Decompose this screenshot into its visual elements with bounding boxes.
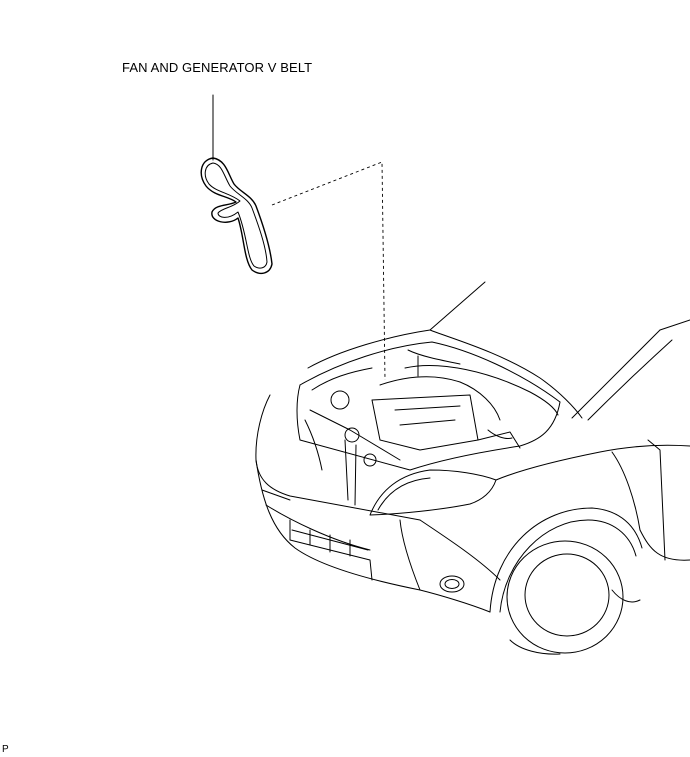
page-marker: P	[2, 744, 9, 755]
reference-dashed-line	[271, 161, 386, 381]
front-wheel	[489, 507, 643, 655]
windshield	[571, 319, 690, 421]
v-belt-illustration	[200, 157, 273, 275]
front-fender	[419, 439, 690, 603]
headlight	[369, 469, 497, 516]
engine-bay	[296, 349, 561, 506]
hood	[299, 281, 583, 419]
fog-lamp	[439, 575, 465, 593]
part-label-fan-and-generator-v-belt: FAN AND GENERATOR V BELT	[122, 60, 313, 75]
front-bumper	[255, 394, 491, 613]
